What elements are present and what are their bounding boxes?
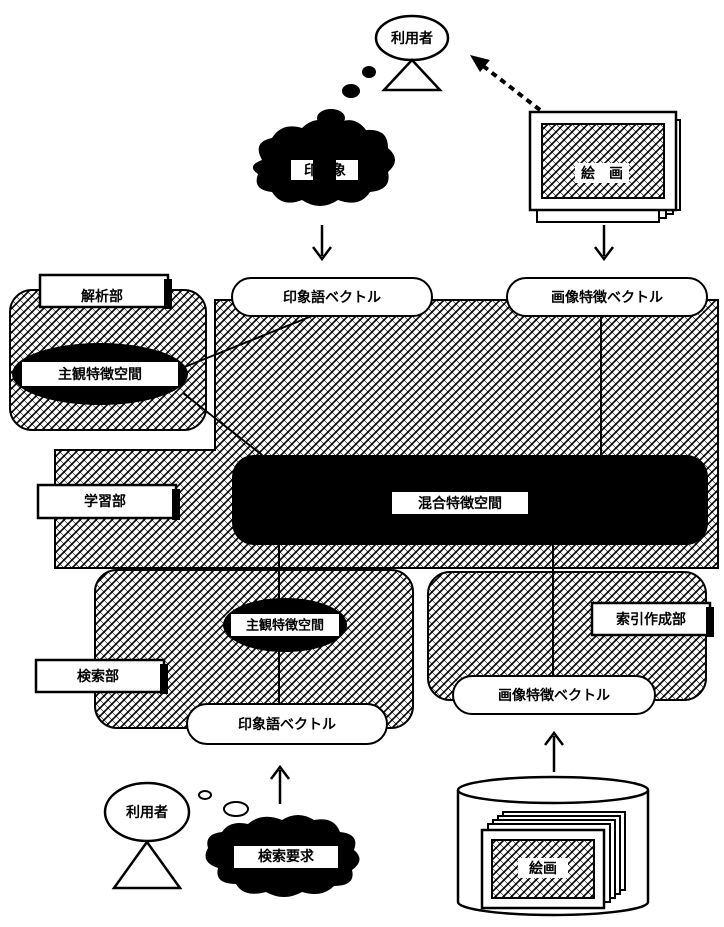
index-unit-label: 索引作成部 — [616, 611, 686, 628]
impression-cloud-label: 印 象 — [304, 162, 346, 179]
image-vector-bottom-label: 画像特徴ベクトル — [498, 687, 610, 704]
user-bottom: 利用者 — [103, 781, 191, 890]
subjective-space-top-ellipse: 主観特徴空間 — [12, 343, 188, 405]
analysis-unit-label-box: 解析部 — [38, 273, 172, 309]
arrows-bottom — [270, 730, 564, 804]
impression-vector-top-label: 印象語ベクトル — [283, 289, 381, 306]
painting-database: 絵画 — [456, 775, 650, 917]
arrows-top — [312, 225, 614, 262]
impression-vector-bottom-box: 印象語ベクトル — [186, 703, 388, 745]
dashed-arrow-to-user — [470, 55, 542, 112]
thought-bubbles-top — [317, 66, 376, 127]
painting-top-label: 絵 画 — [581, 165, 623, 182]
subjective-space-top-label: 主観特徴空間 — [58, 366, 142, 383]
subjective-space-bottom-ellipse: 主観特徴空間 — [223, 598, 347, 652]
impression-vector-top-box: 印象語ベクトル — [231, 277, 433, 317]
combined-space-label: 混合特徴空間 — [418, 495, 502, 512]
index-unit-label-box: 索引作成部 — [590, 601, 714, 637]
search-unit-label-box: 検索部 — [34, 658, 168, 694]
combined-space-box: 混合特徴空間 — [232, 455, 708, 545]
thought-bubbles-bottom — [198, 790, 249, 817]
learning-unit-label: 学習部 — [84, 493, 126, 510]
painting-db-label: 絵画 — [529, 860, 557, 877]
user-top: 利用者 — [374, 14, 450, 92]
impression-vector-bottom-label: 印象語ベクトル — [238, 716, 336, 733]
painting-stack-top: 絵 画 — [528, 110, 681, 223]
search-unit-label: 検索部 — [77, 668, 119, 685]
impression-cloud: 印 象 — [252, 119, 395, 206]
search-request-label: 検索要求 — [258, 848, 315, 865]
search-request-cloud: 検索要求 — [205, 815, 360, 897]
image-vector-top-box: 画像特徴ベクトル — [506, 277, 708, 317]
image-vector-bottom-box: 画像特徴ベクトル — [452, 675, 656, 715]
user-top-label: 利用者 — [391, 30, 433, 47]
learning-unit-label-box: 学習部 — [36, 483, 180, 520]
user-bottom-label: 利用者 — [126, 804, 168, 821]
subjective-space-bottom-label: 主観特徴空間 — [246, 618, 324, 634]
analysis-unit-label: 解析部 — [81, 288, 123, 305]
image-vector-top-label: 画像特徴ベクトル — [551, 289, 663, 306]
